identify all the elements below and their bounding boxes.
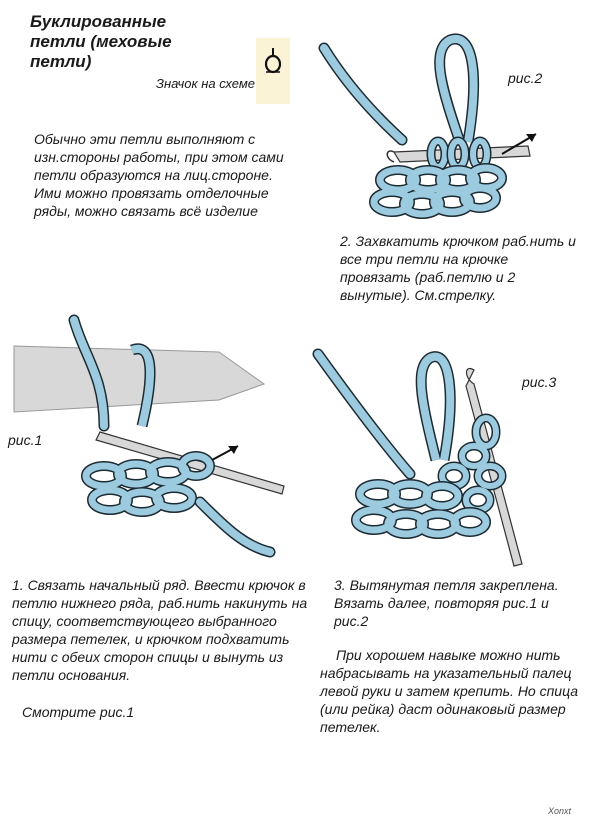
signature: Xonxt xyxy=(548,806,572,816)
step-3-text: 3. Вытянутая петля закреплена. Вязать да… xyxy=(334,577,559,629)
figure-2-illustration xyxy=(318,33,537,219)
figure-1-label: рис.1 xyxy=(8,432,43,448)
symbol-label: Значок на схеме xyxy=(156,76,255,91)
figure-2-label: рис.2 xyxy=(508,70,543,86)
intro-text: Обычно эти петли выполняют с изн.стороны… xyxy=(34,131,284,219)
figure-3-label: рис.3 xyxy=(522,374,557,390)
figure-3-illustration xyxy=(312,348,523,567)
tip-text: При хорошем навыке можно нить набрасыват… xyxy=(320,647,579,735)
symbol-box xyxy=(256,38,290,104)
page-title: Буклированные петли (меховые петли) xyxy=(30,12,172,71)
step-1-text: 1. Связать начальный ряд. Ввести крючок … xyxy=(12,577,308,683)
step-1-reference: Смотрите рис.1 xyxy=(22,704,135,720)
step-2-text: 2. Захвкатить крючком раб.нить и все три… xyxy=(340,233,576,303)
loop-symbol-icon xyxy=(264,48,282,74)
figure-1-illustration xyxy=(13,314,285,558)
